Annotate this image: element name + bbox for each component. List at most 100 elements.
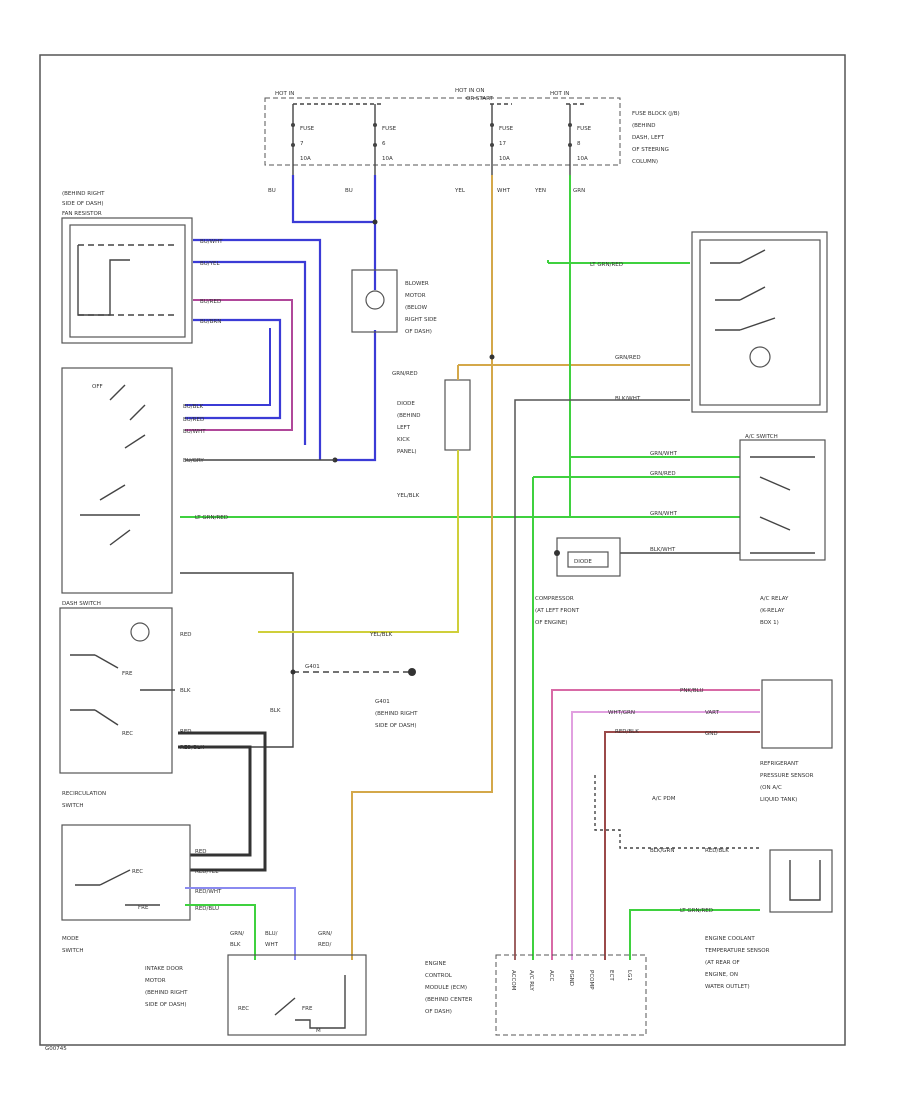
svg-text:PGND: PGND (568, 970, 574, 986)
svg-text:MODULE (ECM): MODULE (ECM) (425, 985, 467, 991)
ac-switch-title: A/C SWITCH (745, 434, 778, 440)
svg-text:RED: RED (195, 849, 207, 855)
svg-text:GRN/RED: GRN/RED (650, 471, 676, 477)
svg-text:BU/WHT: BU/WHT (183, 429, 206, 435)
svg-text:PRESSURE SENSOR: PRESSURE SENSOR (760, 773, 814, 779)
ac-switch-contacts (750, 456, 815, 554)
svg-text:(BEHIND CENTER: (BEHIND CENTER (425, 997, 473, 1003)
svg-text:6: 6 (382, 141, 386, 147)
engine-control-module (495, 954, 647, 1036)
svg-text:(BEHIND RIGHT: (BEHIND RIGHT (375, 711, 418, 717)
ecm-label: ENGINE CONTROL MODULE (ECM) (BEHIND CENT… (425, 961, 473, 1015)
mode-switch (61, 824, 191, 921)
svg-text:LEFT: LEFT (397, 425, 411, 431)
pdm-wire (594, 775, 760, 849)
svg-text:MOTOR: MOTOR (405, 293, 426, 299)
svg-text:GND: GND (705, 731, 718, 737)
wire-label-yen: YEN (534, 188, 546, 194)
fuse-3: FUSE 17 10A (490, 104, 514, 175)
svg-text:OF DASH): OF DASH) (405, 329, 432, 335)
ac-relay (691, 231, 828, 413)
svg-text:BLK: BLK (230, 942, 241, 948)
svg-text:RECIRCULATION: RECIRCULATION (62, 791, 106, 797)
relay-coil (749, 346, 771, 368)
wire-blk-wht (514, 399, 690, 960)
svg-text:FUSE: FUSE (499, 126, 514, 132)
svg-text:BU/RED: BU/RED (183, 417, 204, 423)
junction-blue (372, 219, 378, 225)
fuse-block (264, 97, 621, 166)
svg-text:LG1: LG1 (626, 970, 632, 981)
svg-text:REFRIGERANT: REFRIGERANT (760, 761, 799, 767)
fuse-2: FUSE 6 10A (373, 104, 397, 175)
svg-text:BU/GRY: BU/GRY (183, 458, 204, 464)
svg-text:OF DASH): OF DASH) (425, 1009, 452, 1015)
intake-label: INTAKE DOOR MOTOR (BEHIND RIGHT SIDE OF … (145, 966, 188, 1008)
svg-text:GRN/: GRN/ (230, 931, 244, 937)
svg-text:PANEL): PANEL) (397, 449, 417, 455)
svg-text:RED/YEL: RED/YEL (195, 869, 219, 875)
svg-text:FUSE BLOCK (J/B): FUSE BLOCK (J/B) (632, 111, 680, 117)
svg-text:GRN/: GRN/ (318, 931, 332, 937)
intake-rec: REC (238, 1006, 249, 1012)
svg-text:LIQUID TANK): LIQUID TANK) (760, 797, 797, 803)
footer-code: G00745 (45, 1046, 67, 1052)
blue-wires (185, 175, 377, 462)
blower-motor-symbol (365, 290, 385, 310)
dash-switch-label: DASH SWITCH (62, 601, 101, 607)
svg-text:(AT REAR OF: (AT REAR OF (705, 960, 740, 966)
svg-text:17: 17 (499, 141, 506, 147)
wire-blk-fan (180, 572, 294, 748)
svg-text:FUSE: FUSE (300, 126, 315, 132)
diode-label: DIODE (BEHIND LEFT KICK PANEL) (397, 401, 421, 455)
svg-text:WATER OUTLET): WATER OUTLET) (705, 984, 750, 990)
blower-motor-label: BLOWER MOTOR (BELOW RIGHT SIDE OF DASH) (405, 281, 437, 335)
svg-text:FUSE: FUSE (382, 126, 397, 132)
svg-text:CONTROL: CONTROL (425, 973, 453, 979)
ref-sensor-wires (551, 689, 760, 960)
svg-text:VART: VART (705, 710, 720, 716)
svg-text:OF STEERING: OF STEERING (632, 147, 669, 153)
ac-pdm-label: A/C PDM (652, 796, 676, 802)
wire-yel-blk-label: YEL/BLK (369, 632, 393, 638)
wire-blk-grn: BLK/GRN (650, 848, 675, 854)
svg-text:7: 7 (300, 141, 304, 147)
fuse-hot-b: HOT IN ON (455, 88, 485, 94)
svg-text:10A: 10A (499, 156, 510, 162)
resistor-coil (77, 245, 130, 316)
svg-text:INTAKE DOOR: INTAKE DOOR (145, 966, 183, 972)
fuse-hot-b2: OR START (466, 96, 494, 102)
svg-text:(BELOW: (BELOW (405, 305, 428, 311)
fuse-hot-c: HOT IN (550, 91, 569, 97)
wire-blk-wht-relay: BLK/WHT (615, 396, 641, 402)
intake-m: M (316, 1028, 321, 1034)
wire-blk-label: BLK (270, 708, 281, 714)
svg-text:COLUMN): COLUMN) (632, 159, 658, 165)
svg-text:10A: 10A (577, 156, 588, 162)
diode-wire: GRN/RED (392, 371, 418, 377)
fan-resistor-pins: BU/WHT BU/YEL BU/RED BU/BRN (200, 239, 223, 325)
svg-text:(BEHIND: (BEHIND (632, 123, 656, 129)
wire-thick-2 (178, 745, 252, 857)
svg-text:(ON A/C: (ON A/C (760, 785, 782, 791)
relay-contacts (710, 249, 776, 331)
mode-switch-contacts (75, 869, 160, 906)
ref-sensor-wire-labels: PNK/BLU WHT/GRN RED/BLK VART GND (608, 688, 720, 737)
diode (444, 379, 471, 451)
intake-wire-labels: GRN/ BLK BLU/ WHT GRN/ RED/ (230, 931, 332, 948)
wire-thick-1 (178, 731, 267, 872)
svg-text:BOX 1): BOX 1) (760, 620, 779, 626)
svg-text:GRN/WHT: GRN/WHT (650, 451, 678, 457)
fan-switch (61, 367, 173, 594)
blue-wires-2 (185, 328, 271, 406)
svg-text:GRN/WHT: GRN/WHT (650, 511, 678, 517)
svg-text:ENGINE COOLANT: ENGINE COOLANT (705, 936, 755, 942)
ect-sensor (769, 849, 833, 913)
fuse-block-location: FUSE BLOCK (J/B) (BEHIND DASH, LEFT OF S… (632, 111, 680, 165)
svg-text:RED: RED (180, 632, 192, 638)
svg-text:A/C RELAY: A/C RELAY (760, 596, 789, 602)
ect-sensor-label: ENGINE COOLANT TEMPERATURE SENSOR (AT RE… (704, 936, 770, 990)
ground-code: G401 (305, 664, 320, 670)
svg-text:BU/WHT: BU/WHT (200, 239, 223, 245)
